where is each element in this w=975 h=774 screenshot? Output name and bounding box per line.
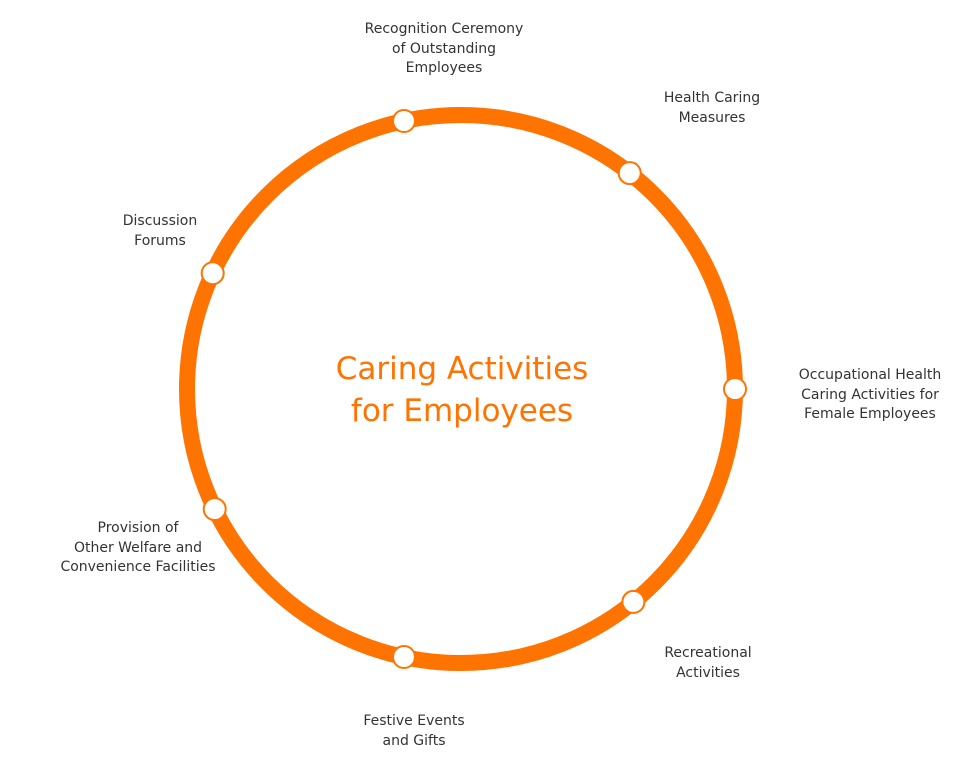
- label-line: Caring Activities for: [801, 386, 939, 403]
- center-title-line-2: for Employees: [350, 393, 574, 429]
- label-line: Measures: [678, 109, 746, 126]
- label-line: Provision of: [97, 520, 179, 536]
- label-line: Occupational Health: [798, 367, 942, 383]
- center-title-line-1: Caring Activities: [335, 351, 589, 387]
- node-health: [617, 161, 642, 186]
- label-line: Other Welfare and: [73, 539, 203, 556]
- label-line: Activities: [676, 664, 740, 681]
- label-line: Female Employees: [804, 406, 936, 422]
- label-recreational-activities: Recreational Activities: [628, 644, 788, 683]
- node-festive: [392, 645, 416, 669]
- label-provision-welfare: Provision of Other Welfare and Convenien…: [50, 519, 226, 578]
- node-discussion: [200, 261, 225, 286]
- activity-nodes: [200, 109, 747, 669]
- label-line: of Outstanding: [391, 40, 497, 57]
- label-festive-events: Festive Events and Gifts: [334, 712, 494, 751]
- label-discussion-forums: Discussion Forums: [90, 212, 230, 251]
- label-line: Recreational: [664, 645, 752, 661]
- node-recognition: [392, 109, 416, 133]
- node-recreational: [621, 589, 646, 614]
- label-line: Festive Events: [363, 713, 465, 729]
- label-health-caring-measures: Health Caring Measures: [632, 89, 792, 128]
- label-line: Discussion: [122, 213, 198, 229]
- label-recognition-ceremony: Recognition Ceremony of Outstanding Empl…: [344, 20, 544, 79]
- center-title: Caring Activities for Employees: [312, 348, 612, 432]
- label-line: Convenience Facilities: [60, 559, 216, 575]
- label-line: Health Caring: [663, 90, 761, 106]
- label-line: Recognition Ceremony: [364, 21, 524, 37]
- node-provision: [202, 497, 227, 522]
- label-line: Forums: [134, 232, 186, 249]
- label-line: and Gifts: [382, 732, 446, 749]
- label-occupational-health: Occupational Health Caring Activities fo…: [780, 366, 960, 425]
- node-occupational: [723, 377, 747, 401]
- label-line: Employees: [405, 60, 483, 76]
